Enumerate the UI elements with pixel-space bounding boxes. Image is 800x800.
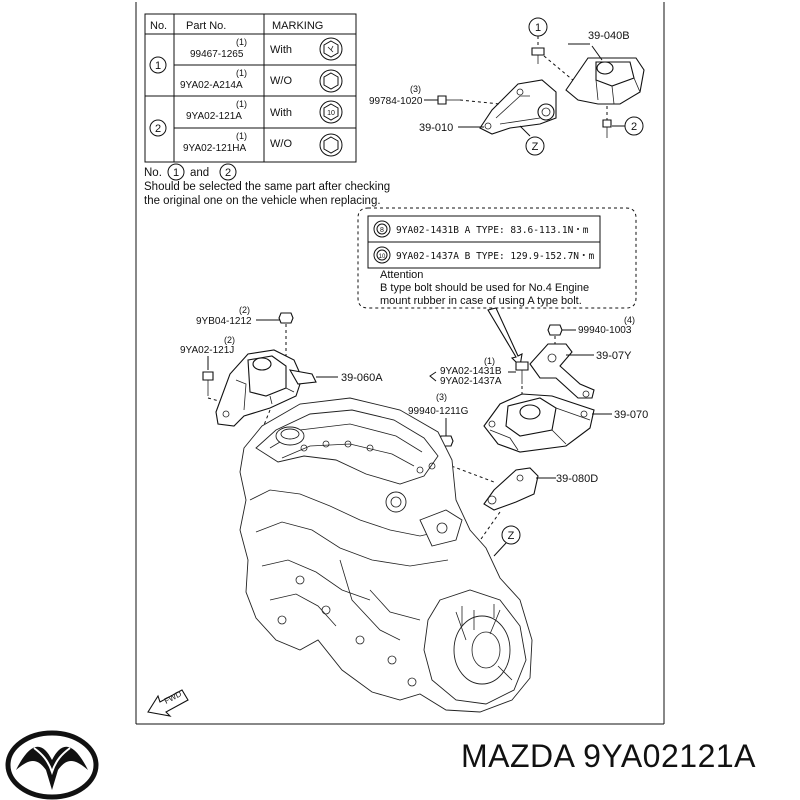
z-label-top: Z [532, 141, 539, 153]
attention-box: 8 10 9YA02-1431B A TYPE: 83.6-113.1N・m 9… [357, 207, 637, 368]
label-qty-2-b: (2) [224, 335, 235, 345]
row-2-part-no: 9YA02-A214A [180, 80, 243, 91]
label-39-060A: 39-060A [341, 372, 383, 384]
left-mount-assembly: (2) 9YB04-1212 (2) 9YA02-121J 39-060A [180, 305, 383, 431]
group-1-number: 1 [155, 60, 161, 72]
right-mount-assembly: (4) 99940-1003 39-07Y (1) 9YA02-1431B 9Y… [408, 315, 648, 567]
attention-row-b-type: 9YA02-1437A B TYPE: 129.9-152.7N・m [396, 251, 595, 262]
row-1-qty: (1) [236, 37, 247, 47]
row-4-marking: W/O [270, 138, 292, 150]
svg-text:10: 10 [327, 110, 335, 117]
fwd-arrow-icon: FWD [147, 689, 189, 717]
attention-line-2: mount rubber in case of using A type bol… [380, 295, 582, 307]
row-1-marking: With [270, 44, 292, 56]
attention-title: Attention [380, 269, 423, 281]
group-2-circle [149, 119, 167, 137]
row-1-part-no: 99467-1265 [190, 49, 244, 60]
label-qty-3-top: (3) [410, 84, 421, 94]
bolt-head-plain-2-icon [319, 133, 343, 157]
note-prefix: No. [144, 167, 162, 179]
callout-circle-2 [624, 116, 644, 136]
attention-row-a-type: 9YA02-1431B A TYPE: 83.6-113.1N・m [396, 225, 589, 236]
product-title: MAZDA 9YA02121A [460, 738, 756, 774]
selection-note: No. 1 and 2 Should be selected the same … [144, 163, 390, 207]
note-circle-2: 2 [225, 167, 231, 179]
row-4-qty: (1) [236, 131, 247, 141]
attention-icon-10: 10 [379, 254, 386, 260]
label-39-010: 39-010 [419, 122, 453, 134]
label-99784-1020: 99784-1020 [369, 96, 423, 107]
note-line-3: the original one on the vehicle when rep… [144, 195, 381, 207]
table-header-part-no: Part No. [186, 20, 226, 32]
label-qty-3-bottom: (3) [436, 392, 447, 402]
row-3-qty: (1) [236, 99, 247, 109]
group-2-number: 2 [155, 123, 161, 135]
engine-block-illustration [239, 397, 533, 713]
label-9YA02-1437A: 9YA02-1437A [440, 376, 502, 387]
upper-mount-assembly: 1 39-040B (3) 99784-1020 39-010 [369, 17, 645, 156]
table-header-no: No. [150, 20, 167, 32]
mazda-logo [5, 730, 99, 800]
table-header-marking: MARKING [272, 20, 323, 32]
note-and: and [190, 167, 209, 179]
group-1-circle [149, 56, 167, 74]
row-3-part-no: 9YA02-121A [186, 111, 242, 122]
z-marker-top [525, 136, 545, 156]
attention-icon-8: 8 [380, 227, 384, 234]
label-39-040B: 39-040B [588, 30, 630, 42]
label-39-080D: 39-080D [556, 473, 598, 485]
label-99940-1211G: 99940-1211G [408, 406, 469, 417]
label-99940-1003: 99940-1003 [578, 325, 632, 336]
label-39-070: 39-070 [614, 409, 648, 421]
row-2-qty: (1) [236, 68, 247, 78]
label-qty-4: (4) [624, 315, 635, 325]
bolt-head-plain-icon [319, 69, 343, 93]
row-2-marking: W/O [270, 75, 292, 87]
callout-1-label: 1 [535, 22, 541, 34]
part-marking-table: No. Part No. MARKING 1 2 (1) 99467-1265 … [144, 13, 357, 163]
label-qty-2-a: (2) [239, 305, 250, 315]
label-9YA02-121J: 9YA02-121J [180, 345, 234, 356]
z-marker-bottom [501, 525, 521, 545]
label-qty-1: (1) [484, 356, 495, 366]
note-line-2: Should be selected the same part after c… [144, 181, 390, 193]
callout-2-label: 2 [631, 121, 637, 133]
label-39-07Y: 39-07Y [596, 350, 632, 362]
note-circle-1: 1 [173, 167, 179, 179]
row-3-marking: With [270, 107, 292, 119]
label-9YB04-1212: 9YB04-1212 [196, 316, 252, 327]
label-9YA02-1431B: 9YA02-1431B [440, 366, 502, 377]
row-4-part-no: 9YA02-121HA [183, 143, 247, 154]
bolt-head-marked-icon [319, 37, 343, 61]
z-label-bottom: Z [508, 530, 515, 542]
bolt-head-marked-10-icon: 10 [319, 100, 343, 124]
attention-line-1: B type bolt should be used for No.4 Engi… [380, 282, 589, 294]
